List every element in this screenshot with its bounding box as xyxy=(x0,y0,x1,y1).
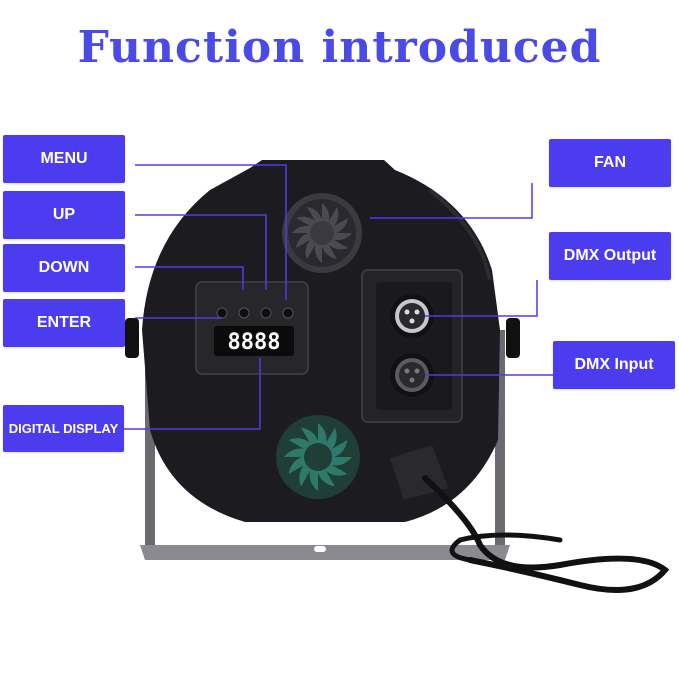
up-button[interactable] xyxy=(260,307,272,319)
dmx-output-label: DMX Output xyxy=(549,232,671,280)
fan-bottom-icon xyxy=(276,415,360,499)
digital-display xyxy=(214,326,294,356)
control-panel: 8888 xyxy=(195,281,309,375)
menu-button[interactable] xyxy=(282,307,294,319)
menu-label: MENU xyxy=(3,135,125,183)
dmx-input-label: DMX Input xyxy=(553,341,675,389)
dmx-input-connector[interactable] xyxy=(390,353,434,397)
display-digits: 8888 xyxy=(228,330,281,355)
enter-button[interactable] xyxy=(216,307,228,319)
down-label: DOWN xyxy=(3,244,125,292)
page-title: Function introduced xyxy=(77,22,602,73)
power-cable xyxy=(390,445,670,593)
mounting-bracket xyxy=(125,318,520,560)
fan-label: FAN xyxy=(549,139,671,187)
fan-top-icon xyxy=(282,193,362,273)
up-label: UP xyxy=(3,191,125,239)
dmx-output-connector[interactable] xyxy=(390,294,434,338)
light-housing xyxy=(142,160,500,522)
down-button[interactable] xyxy=(238,307,250,319)
dmx-panel xyxy=(361,269,463,423)
leader-lines xyxy=(124,164,553,430)
digital-display-label: DIGITAL DISPLAY xyxy=(3,405,124,452)
enter-label: ENTER xyxy=(3,299,125,347)
